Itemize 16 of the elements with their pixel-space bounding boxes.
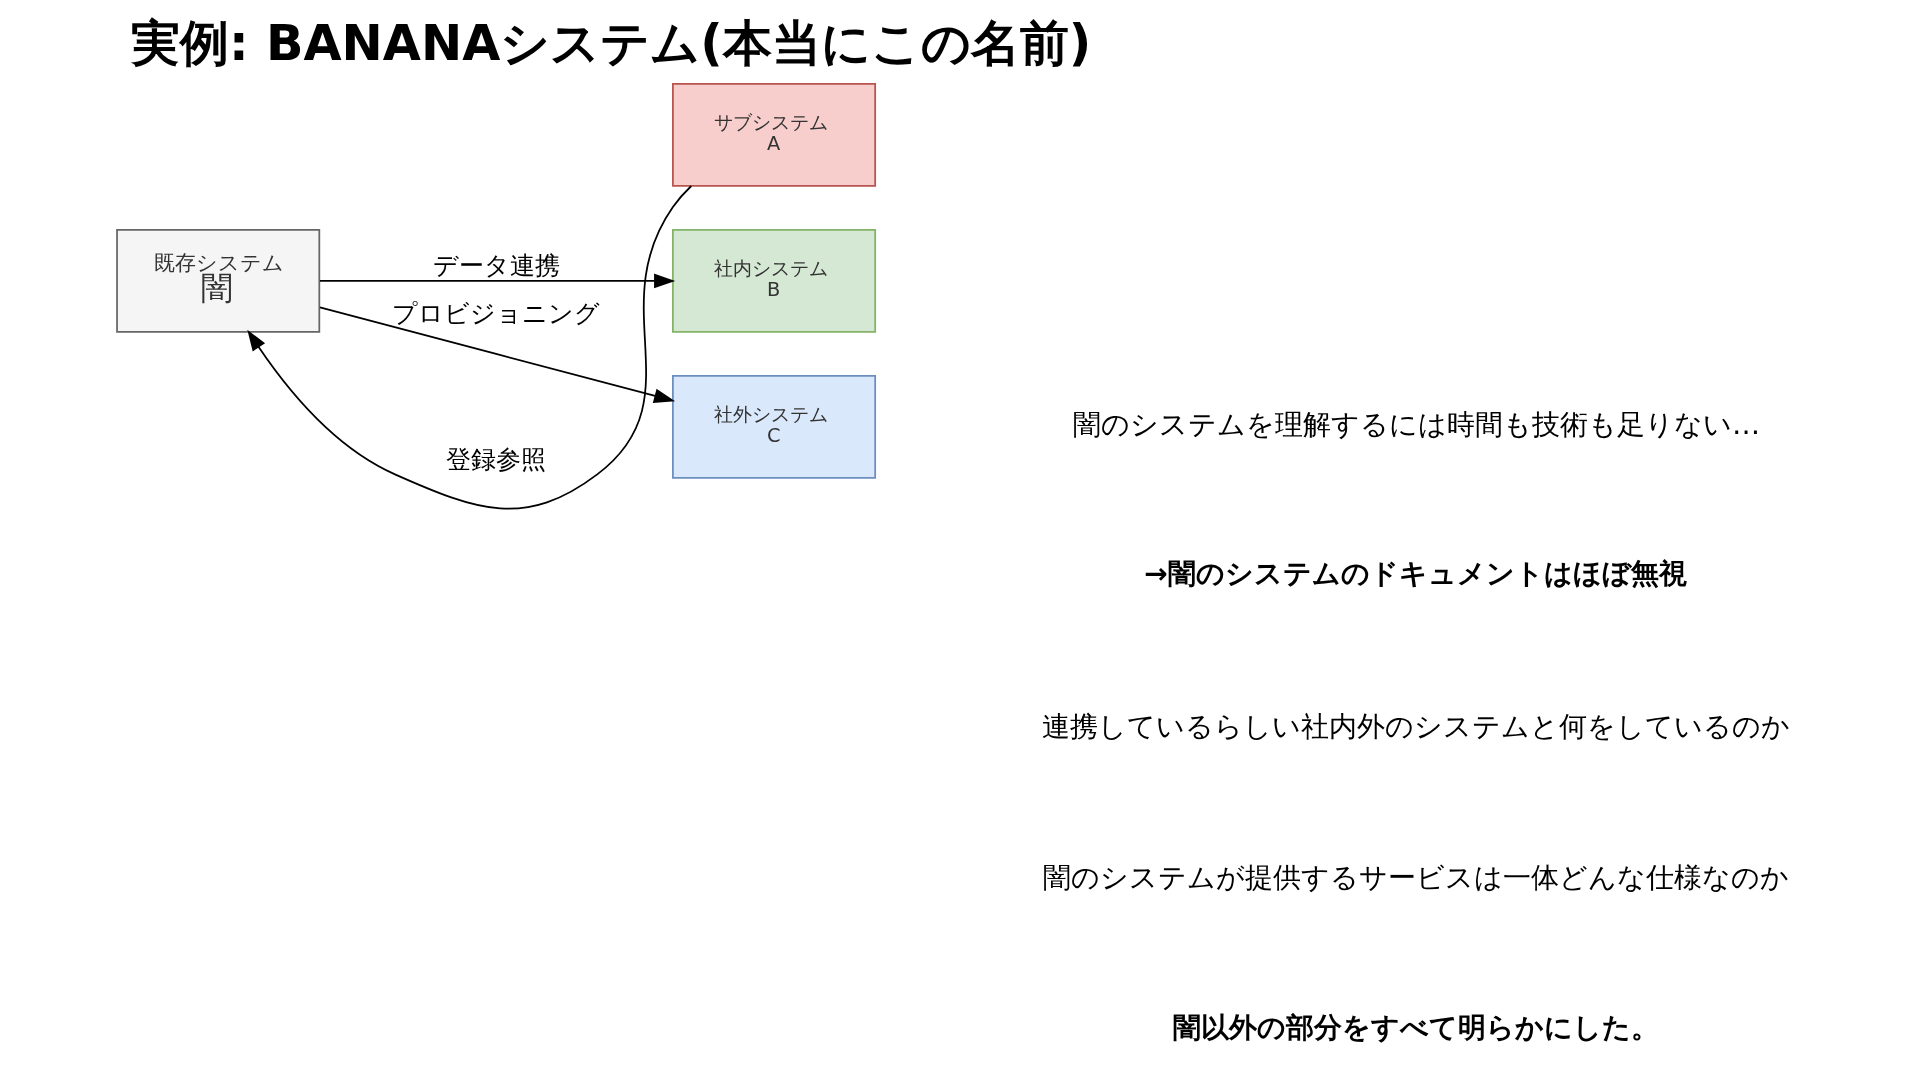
node-box: 社内システム B: [671, 229, 876, 333]
label: 闇のシステムが提供するサービスは一体どんな仕様なのか: [1042, 861, 1789, 895]
label: 闇のシステムを理解するには時間も技術も足りない…: [1072, 407, 1760, 441]
label: 連携しているらしい社内外のシステムと何をしているのか: [1041, 710, 1790, 744]
edge-label: プロビジョニング: [391, 298, 600, 328]
node-box: サブシステム A: [671, 83, 876, 187]
edge-label: 登録参照: [445, 444, 546, 474]
label: 闇以外の部分をすべて明らかにした。: [1172, 1010, 1659, 1044]
node-box: 既存システム 闇: [115, 229, 320, 333]
node-box: 社外システム C: [671, 375, 876, 479]
arrow: [318, 273, 675, 289]
arrow: [246, 185, 692, 510]
edge-label: データ連携: [432, 251, 560, 281]
arrow: [318, 306, 675, 403]
diagram-title: 実例: BANANAシステム(本当にこの名前): [130, 13, 1091, 72]
label: →闇のシステムのドキュメントはほぼ無視: [1143, 557, 1687, 591]
